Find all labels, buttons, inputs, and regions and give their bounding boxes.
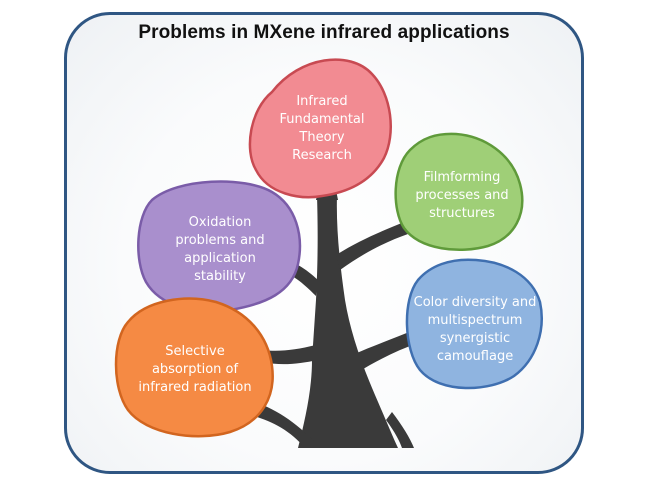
diagram-title: Problems in MXene infrared applications bbox=[138, 22, 510, 43]
leaf-oxidation bbox=[137, 180, 302, 313]
leaf-filmforming bbox=[394, 132, 524, 252]
leaf-selective-absorption bbox=[114, 297, 274, 438]
leaf-infrared-theory bbox=[248, 58, 392, 199]
leaf-color-diversity bbox=[405, 258, 543, 390]
